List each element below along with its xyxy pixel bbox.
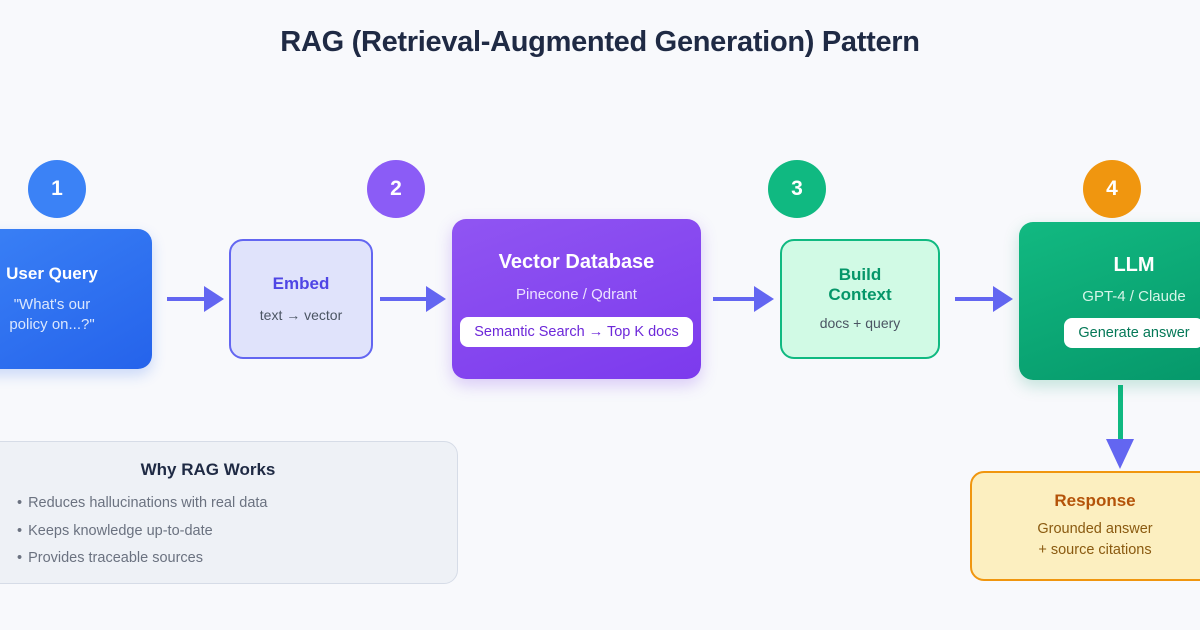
step-badge-1-label: 1 xyxy=(51,177,63,200)
node-response-subtitle-line1: Grounded answer xyxy=(1037,521,1153,537)
list-item: • Provides traceable sources xyxy=(17,551,433,566)
step-badge-4-label: 4 xyxy=(1106,177,1118,200)
why-rag-works-title: Why RAG Works xyxy=(140,460,276,479)
node-response-title: Response xyxy=(1054,490,1136,510)
node-llm-pill: Generate answer xyxy=(1064,318,1200,349)
node-build-context-title: Build Context xyxy=(828,265,891,305)
step-badge-3-label: 3 xyxy=(791,177,803,200)
page-title: RAG (Retrieval-Augmented Generation) Pat… xyxy=(280,26,920,58)
node-response-subtitle: Grounded answer + source citations xyxy=(1037,519,1152,561)
node-embed-subtitle: text → vector xyxy=(259,306,343,323)
bullet-icon: • xyxy=(17,550,23,566)
arrow-shaft xyxy=(955,297,993,301)
node-llm[interactable]: LLM GPT-4 / Claude Generate answer xyxy=(1019,222,1200,380)
bullet-icon: • xyxy=(17,495,23,511)
why-rag-works-list: • Reduces hallucinations with real data •… xyxy=(17,496,433,566)
arrow-context-to-llm xyxy=(955,286,1013,312)
node-embed[interactable]: Embed text → vector xyxy=(229,239,373,359)
arrow-vectordb-to-context xyxy=(713,286,774,312)
arrow-shaft xyxy=(380,297,426,301)
node-build-context-title-line2: Context xyxy=(828,285,892,305)
why-rag-works-panel: Why RAG Works • Reduces hallucinations wi… xyxy=(0,441,458,584)
arrow-shaft xyxy=(167,297,204,301)
arrow-llm-to-response xyxy=(1106,385,1134,469)
list-item-label: Reduces hallucinations with real data xyxy=(28,495,268,511)
arrow-head-icon xyxy=(426,286,446,312)
node-user-query-title: User Query xyxy=(6,263,98,283)
node-response-subtitle-line2: + source citations xyxy=(1038,542,1152,559)
node-build-context[interactable]: Build Context docs + query xyxy=(780,239,940,359)
arrow-query-to-embed xyxy=(167,286,224,312)
node-llm-subtitle: GPT-4 / Claude xyxy=(1082,287,1186,305)
node-llm-title: LLM xyxy=(1113,253,1155,276)
step-badge-1: 1 xyxy=(28,160,86,218)
arrow-shaft xyxy=(713,297,754,301)
node-user-query-subtitle-line1: "What's our xyxy=(13,296,91,314)
step-badge-2: 2 xyxy=(367,160,425,218)
node-build-context-subtitle: docs + query xyxy=(819,315,901,332)
arrow-embed-to-vectordb xyxy=(380,286,446,312)
node-build-context-title-line1: Build xyxy=(838,265,882,285)
node-vector-database-subtitle: Pinecone / Qdrant xyxy=(516,286,637,304)
node-embed-title: Embed xyxy=(272,273,330,293)
arrow-shaft-vertical xyxy=(1117,385,1123,439)
list-item: • Keeps knowledge up-to-date xyxy=(17,522,433,539)
node-response[interactable]: Response Grounded answer + source citati… xyxy=(970,471,1200,581)
node-user-query-subtitle: "What's our policy on...?" xyxy=(9,295,94,334)
bullet-icon: • xyxy=(17,522,23,539)
node-vector-database[interactable]: Vector Database Pinecone / Qdrant Semant… xyxy=(452,219,701,379)
node-vector-database-pill: Semantic Search → Top K docs xyxy=(460,316,693,347)
node-vector-database-title: Vector Database xyxy=(498,251,655,274)
node-user-query-subtitle-line2: policy on...?" xyxy=(9,315,95,333)
arrow-head-icon xyxy=(754,286,774,312)
arrow-head-icon xyxy=(993,286,1013,312)
arrow-head-icon xyxy=(204,286,224,312)
arrow-head-down-icon xyxy=(1106,439,1134,469)
step-badge-4: 4 xyxy=(1083,160,1141,218)
list-item-label: Provides traceable sources xyxy=(28,550,203,566)
list-item-label: Keeps knowledge up-to-date xyxy=(28,522,213,539)
step-badge-2-label: 2 xyxy=(390,177,402,200)
node-user-query[interactable]: User Query "What's our policy on...?" xyxy=(0,229,152,369)
step-badge-3: 3 xyxy=(768,160,826,218)
list-item: • Reduces hallucinations with real data xyxy=(17,496,433,511)
